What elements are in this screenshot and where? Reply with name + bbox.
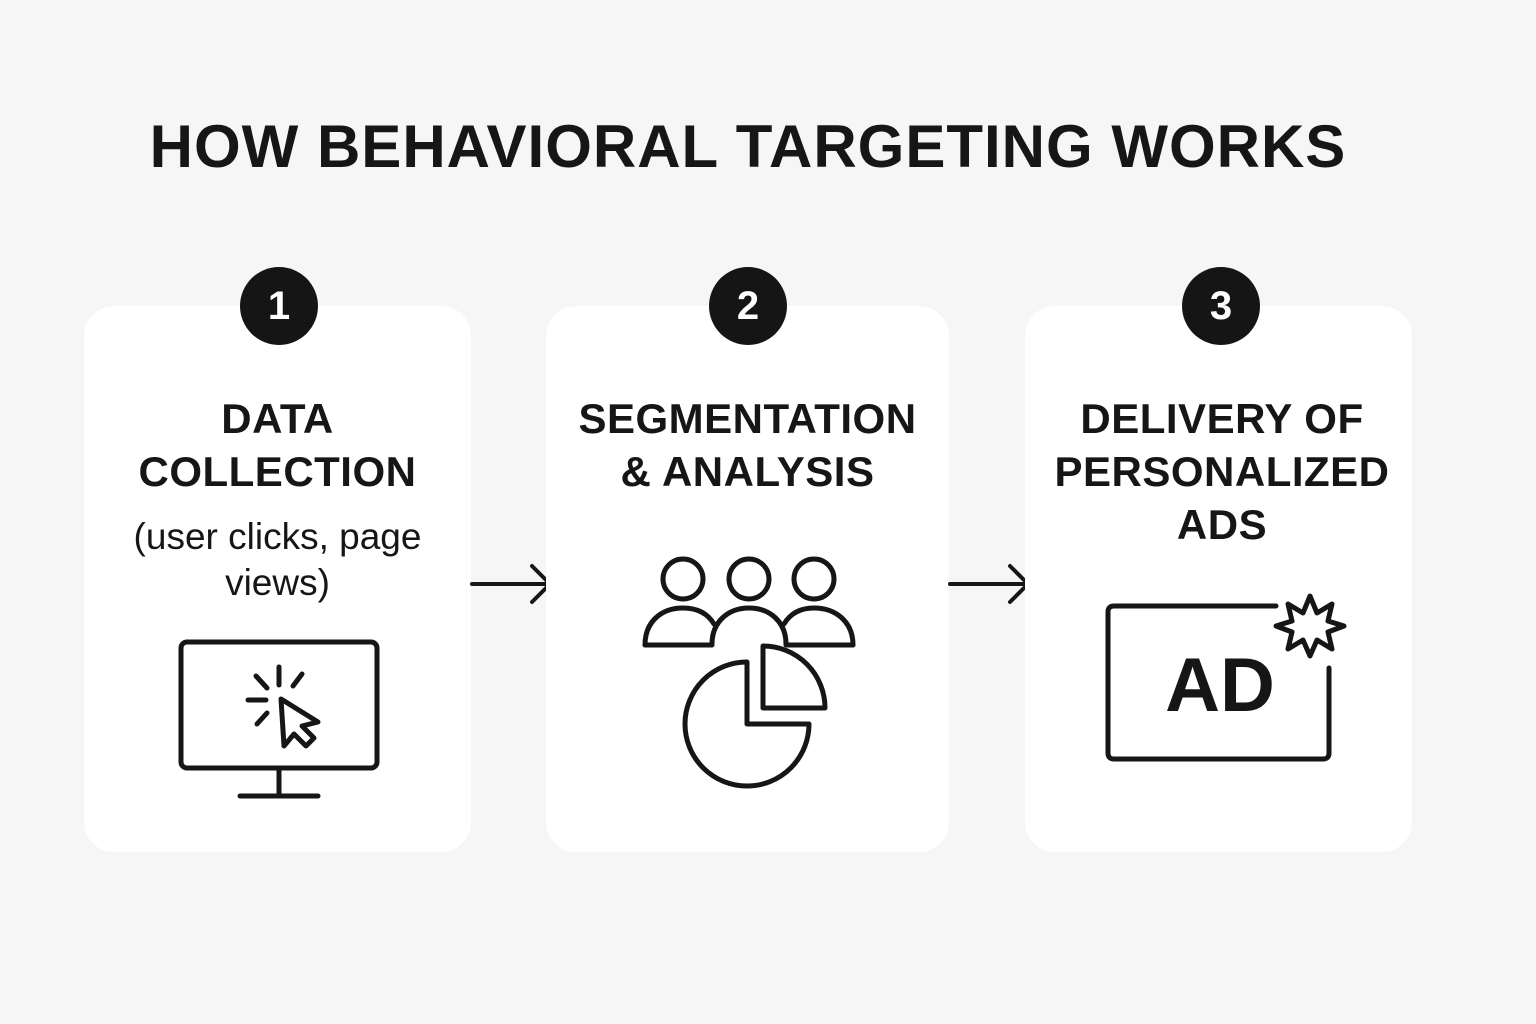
step-subtitle-line: (user clicks, page [133,516,422,557]
step-title-line: DATA [221,395,334,442]
step-card-data-collection [84,306,471,852]
step-title-line: & ANALYSIS [620,448,875,495]
ad-label: AD [1165,643,1275,728]
step-title-line: ADS [1176,501,1268,548]
step-title: SEGMENTATION & ANALYSIS [546,392,949,498]
arrow-right-icon [948,564,1030,604]
step-number-badge: 2 [709,267,787,345]
ad-frame-icon [1105,603,1332,762]
diagram-title: HOW BEHAVIORAL TARGETING WORKS [149,113,1347,180]
step-title: DATA COLLECTION [84,392,471,498]
users-pie-chart-icon [642,556,856,789]
monitor-click-icon [178,639,380,799]
step-number-badge: 3 [1182,267,1260,345]
step-title-line: DELIVERY OF [1080,395,1364,442]
arrow-right-icon [470,564,552,604]
step-title: DELIVERY OF PERSONALIZED ADS [1025,392,1419,551]
step-card-delivery [1025,306,1412,852]
step-title-line: SEGMENTATION [578,395,917,442]
step-number-badge: 1 [240,267,318,345]
step-subtitle-line: views) [225,562,330,603]
step-title-line: PERSONALIZED [1054,448,1390,495]
step-title-line: COLLECTION [138,448,417,495]
step-subtitle: (user clicks, page views) [84,514,471,606]
sparkle-icon [1273,593,1347,659]
